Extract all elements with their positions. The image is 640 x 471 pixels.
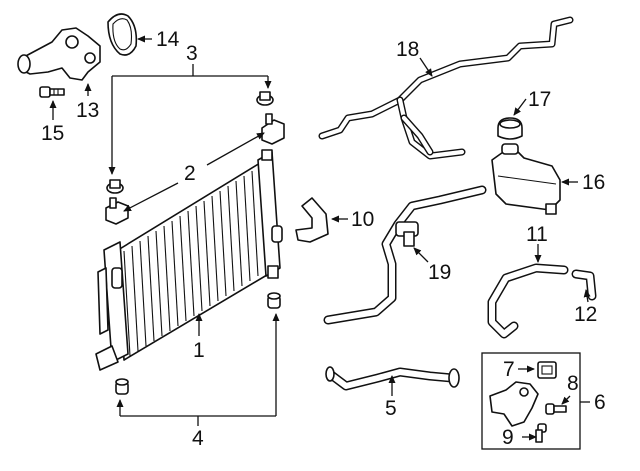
callout-18: 18: [396, 38, 419, 61]
callout-6: 6: [594, 391, 606, 414]
callout-5: 5: [385, 397, 397, 420]
callout-3: 3: [186, 42, 198, 65]
kit-gasket[interactable]: [537, 361, 557, 379]
coolant-reservoir[interactable]: [491, 143, 561, 215]
callout-12: 12: [574, 303, 597, 326]
upper-isolator-right[interactable]: [256, 91, 274, 106]
callout-14: 14: [156, 28, 180, 51]
thermostat-kit-box: [481, 352, 581, 450]
callout-13: 13: [76, 99, 99, 122]
housing-bolt[interactable]: [39, 86, 65, 98]
upper-bracket-right[interactable]: [261, 113, 285, 145]
callout-17: 17: [528, 88, 551, 111]
lower-isolator-left[interactable]: [115, 378, 129, 395]
upper-isolator-left[interactable]: [106, 179, 124, 194]
lower-isolator-right[interactable]: [267, 292, 281, 309]
callout-19: 19: [428, 261, 451, 284]
upper-radiator-hose[interactable]: [323, 185, 487, 325]
kit-sensor[interactable]: [545, 403, 567, 415]
small-hose[interactable]: [571, 269, 597, 301]
callout-numbers: 1 2 3 4 5 6 7 8 9 10 11 12 13 14 15 16 1…: [41, 28, 606, 450]
callout-15: 15: [41, 122, 64, 145]
overflow-tube[interactable]: [318, 16, 574, 160]
callout-8: 8: [567, 372, 579, 395]
callout-1: 1: [193, 339, 205, 362]
thermostat-gasket[interactable]: [107, 13, 138, 56]
callout-16: 16: [582, 171, 605, 194]
lower-radiator-hose[interactable]: [487, 263, 569, 339]
bypass-hose[interactable]: [295, 197, 329, 243]
callout-4: 4: [192, 427, 204, 450]
callout-7: 7: [503, 358, 515, 381]
callout-9: 9: [502, 426, 514, 449]
callout-2: 2: [184, 162, 196, 185]
radiator[interactable]: [95, 149, 283, 371]
kit-bolt[interactable]: [535, 423, 547, 443]
upper-bracket-left[interactable]: [105, 197, 129, 225]
callout-11: 11: [526, 223, 548, 246]
callout-10: 10: [351, 208, 374, 231]
reservoir-cap[interactable]: [497, 117, 523, 140]
thermostat-housing[interactable]: [17, 27, 101, 81]
kit-housing[interactable]: [489, 381, 539, 427]
hose-connector[interactable]: [395, 221, 419, 247]
leader-lines: [49, 35, 591, 441]
